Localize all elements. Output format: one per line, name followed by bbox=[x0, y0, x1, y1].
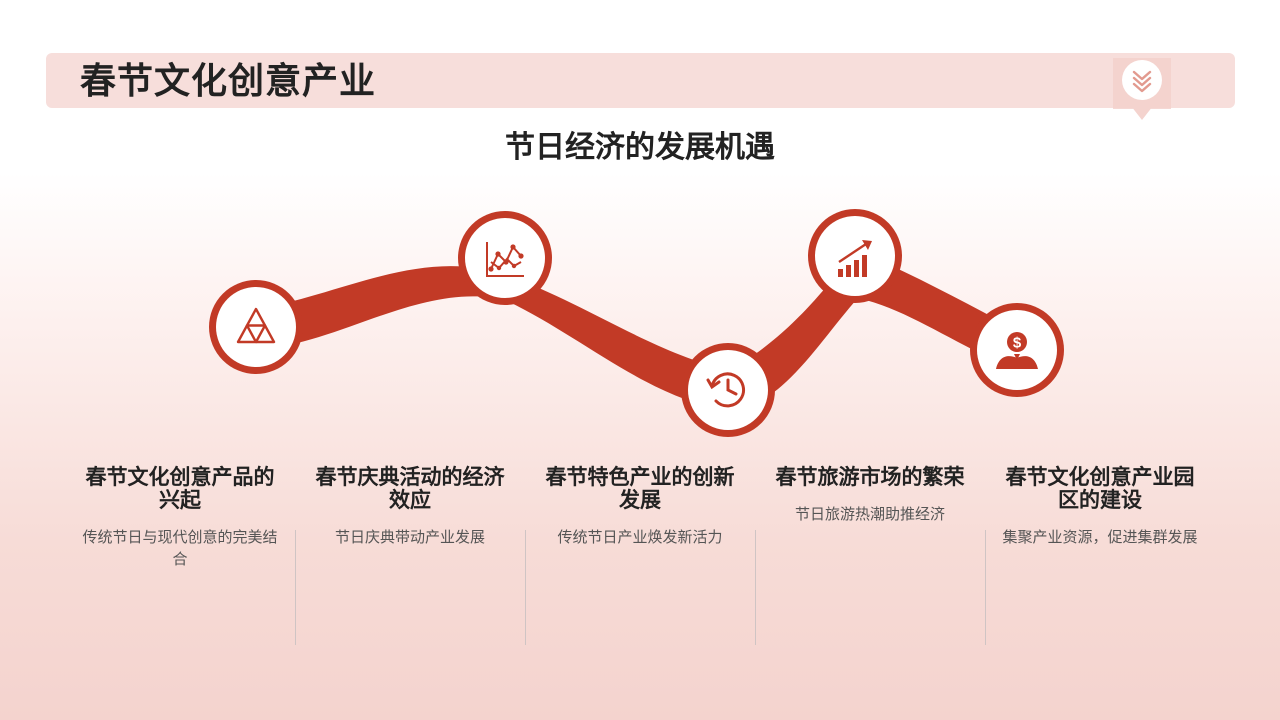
growth-bar-chart-icon bbox=[838, 240, 872, 277]
double-chevron-down-icon bbox=[1132, 70, 1152, 93]
feature-desc: 节日旅游热潮助推经济 bbox=[794, 505, 945, 523]
feature-title: 春节旅游市场的繁荣 bbox=[775, 465, 965, 489]
feature-item-2: 春节庆典活动的经济效应 节日庆典带动产业发展 bbox=[310, 466, 510, 548]
feature-item-4: 春节旅游市场的繁荣 节日旅游热潮助推经济 bbox=[770, 466, 970, 525]
header-badge[interactable] bbox=[1122, 60, 1162, 100]
svg-text:$: $ bbox=[1013, 335, 1022, 352]
flow-node-2 bbox=[458, 211, 552, 305]
feature-desc: 传统节日产业焕发新活力 bbox=[557, 528, 723, 546]
flow-node-3 bbox=[681, 343, 775, 437]
feature-item-3: 春节特色产业的创新发展 传统节日产业焕发新活力 bbox=[540, 466, 740, 548]
feature-title: 春节庆典活动的经济效应 bbox=[315, 465, 505, 512]
dollar-hand-icon: $ bbox=[996, 332, 1038, 369]
feature-desc: 节日庆典带动产业发展 bbox=[334, 528, 485, 546]
feature-title: 春节文化创意产品的兴起 bbox=[85, 465, 275, 512]
history-clock-icon bbox=[706, 372, 745, 408]
divider bbox=[525, 530, 526, 645]
divider bbox=[755, 530, 756, 645]
divider bbox=[985, 530, 986, 645]
feature-title: 春节文化创意产业园区的建设 bbox=[1005, 465, 1195, 512]
divider bbox=[295, 530, 296, 645]
triangle-pyramid-icon bbox=[236, 307, 276, 344]
section-subtitle: 节日经济的发展机遇 bbox=[505, 130, 775, 165]
feature-item-5: 春节文化创意产业园区的建设 集聚产业资源，促进集群发展 bbox=[1000, 466, 1200, 548]
feature-desc: 传统节日与现代创意的完美结合 bbox=[82, 528, 278, 568]
header-bar bbox=[46, 53, 1235, 108]
flow-node-4 bbox=[808, 209, 902, 303]
flow-node-5: $ bbox=[970, 303, 1064, 397]
flow-node-1 bbox=[209, 280, 303, 374]
feature-item-1: 春节文化创意产品的兴起 传统节日与现代创意的完美结合 bbox=[80, 466, 280, 570]
flow-ribbon bbox=[256, 250, 1017, 410]
feature-title: 春节特色产业的创新发展 bbox=[545, 465, 735, 512]
page-title: 春节文化创意产业 bbox=[80, 61, 377, 102]
feature-desc: 集聚产业资源，促进集群发展 bbox=[1002, 528, 1198, 546]
